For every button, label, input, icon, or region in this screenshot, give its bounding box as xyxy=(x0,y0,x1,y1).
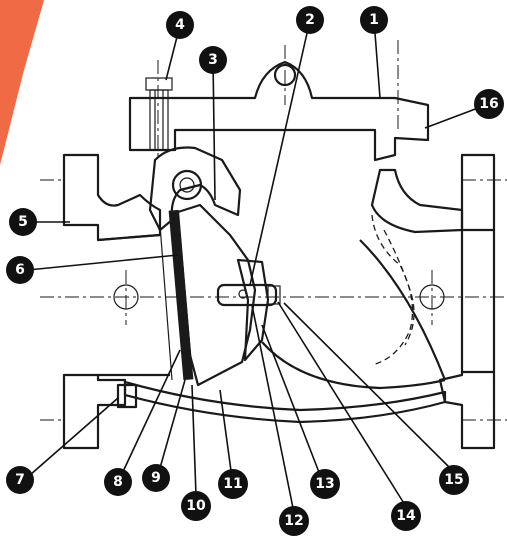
callout-15: 15 xyxy=(439,465,469,495)
callout-label: 4 xyxy=(175,17,185,33)
callout-label: 9 xyxy=(151,470,161,486)
callout-4: 4 xyxy=(166,11,194,39)
callout-6: 6 xyxy=(6,256,34,284)
callout-13: 13 xyxy=(310,469,340,499)
callout-label: 8 xyxy=(113,474,123,490)
callout-2: 2 xyxy=(296,6,324,34)
leader-lines xyxy=(27,19,479,509)
callout-label: 6 xyxy=(15,262,25,278)
callout-12: 12 xyxy=(279,506,309,536)
cover-bolt xyxy=(145,77,173,151)
callout-1: 1 xyxy=(360,6,388,34)
callout-7: 7 xyxy=(6,466,34,494)
callout-10: 10 xyxy=(181,491,211,521)
drain-plug xyxy=(116,383,138,409)
callout-8: 8 xyxy=(104,468,132,496)
callout-label: 7 xyxy=(15,472,25,488)
callout-label: 1 xyxy=(369,12,379,28)
callout-label: 14 xyxy=(396,508,416,524)
callout-label: 2 xyxy=(305,12,315,28)
callout-9: 9 xyxy=(142,464,170,492)
valve-body xyxy=(62,60,496,450)
center-lines xyxy=(40,40,507,421)
callout-5: 5 xyxy=(9,208,37,236)
disc-arm xyxy=(236,258,270,362)
left-flange xyxy=(62,153,162,242)
callout-label: 13 xyxy=(315,476,334,492)
callout-14: 14 xyxy=(391,501,421,531)
callout-label: 3 xyxy=(208,52,218,68)
accent-stripe xyxy=(0,0,44,165)
callout-3: 3 xyxy=(199,46,227,74)
callout-label: 10 xyxy=(186,498,206,514)
callout-label: 16 xyxy=(479,96,498,112)
callout-label: 11 xyxy=(223,476,242,492)
callout-label: 12 xyxy=(284,513,303,529)
callout-label: 5 xyxy=(18,214,28,230)
callout-11: 11 xyxy=(218,469,248,499)
right-flange xyxy=(438,153,496,450)
bonnet-cover xyxy=(128,60,430,162)
callout-16: 16 xyxy=(474,89,504,119)
callout-label: 15 xyxy=(444,472,463,488)
